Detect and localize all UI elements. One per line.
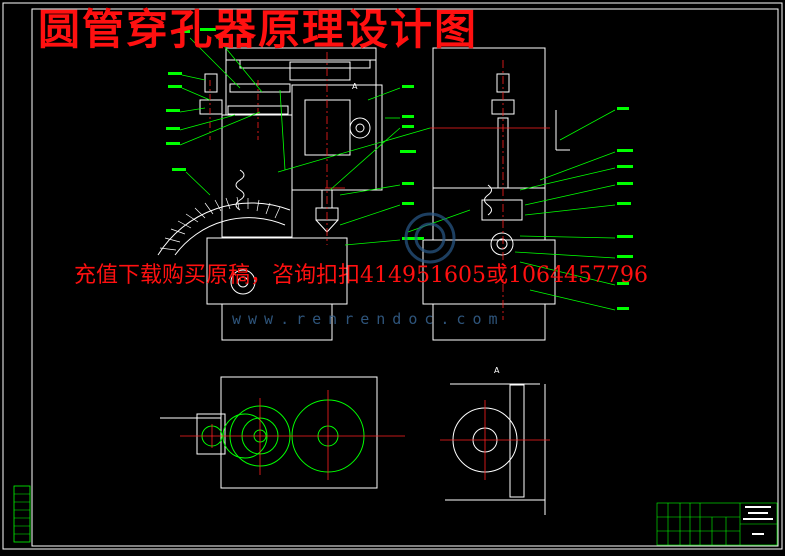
gear-segment [157,196,291,256]
side-view [422,47,570,341]
section-a-view [445,383,546,515]
leader-lines [179,34,616,311]
centerlines [180,52,550,480]
view-label-a-bottom: A [494,366,500,375]
drawing-title: 圆管穿孔器原理设计图 [38,5,479,54]
top-view [160,376,378,489]
watermark-site: www.renrendoc.com [232,310,505,328]
watermark-logo [404,212,456,264]
title-block-marks [743,506,773,535]
watermark-text: 充值下载购买原稿，咨询扣扣414951605或1064457796 [74,263,648,288]
leader-label-marks [166,28,633,310]
margin-strip-lines [14,493,30,535]
inner-frame [31,8,779,547]
front-view [199,47,383,341]
view-label-a-top: A [352,82,358,91]
margin-strip [13,485,31,543]
title-block [656,502,778,546]
